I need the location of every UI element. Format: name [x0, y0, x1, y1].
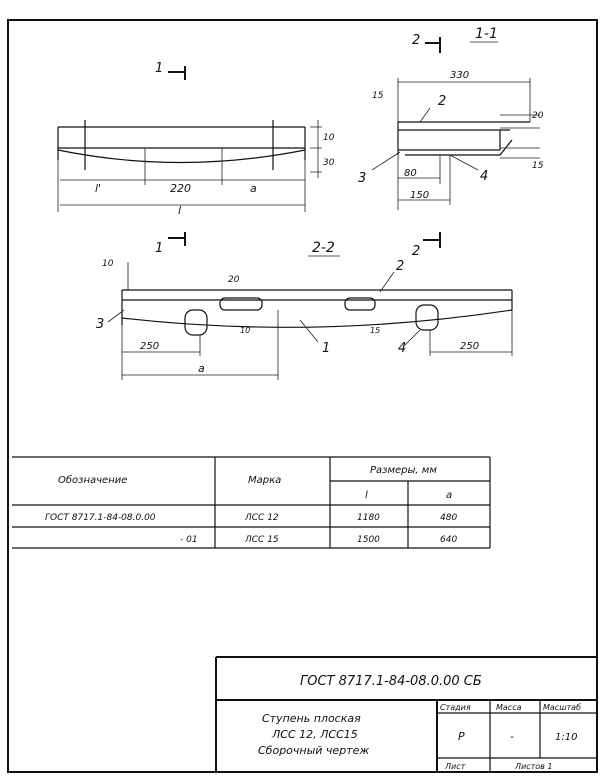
- title-block: ГОСТ 8717.1-84-08.0.00 СБ Ступень плоска…: [215, 656, 597, 772]
- mass-value: -: [510, 730, 514, 743]
- cell-mark: ЛСС 15: [244, 535, 279, 545]
- col-mark: Марка: [248, 475, 281, 486]
- cell-mark: ЛСС 12: [244, 513, 279, 523]
- callout-1-22: 1: [322, 341, 330, 356]
- title-name-line1: Ступень плоская: [262, 712, 361, 725]
- col-sizes: Размеры, мм: [370, 465, 437, 476]
- document-code: ГОСТ 8717.1-84-08.0.00 СБ: [300, 674, 482, 689]
- section-mark-1-bottom: 1: [155, 241, 163, 256]
- cell-l: 1500: [357, 535, 380, 545]
- dim-150: 150: [410, 190, 429, 201]
- col-l: l: [365, 490, 368, 501]
- cut-mark-2-bottom: 2: [412, 244, 420, 259]
- scale-value: 1:10: [555, 732, 577, 743]
- callout-3: 3: [358, 171, 366, 186]
- dim-80: 80: [404, 168, 417, 179]
- title-name-line3: Сборочный чертеж: [258, 744, 369, 757]
- table-row: - 01 ЛСС 15 1500 640: [180, 535, 457, 545]
- dim-15-right: 15: [532, 161, 544, 171]
- dim-20-22: 20: [228, 275, 240, 285]
- section-title-1-1: 1-1: [475, 26, 498, 42]
- dim-30: 30: [323, 158, 335, 168]
- stage-value: Р: [458, 730, 465, 743]
- view-1: l' 220 a l 10 30 1 1: [57, 61, 335, 256]
- table-row: ГОСТ 8717.1-84-08.0.00 ЛСС 12 1180 480: [45, 513, 457, 523]
- col-designation: Обозначение: [58, 474, 127, 486]
- dim-15-support: 15: [370, 326, 380, 335]
- cut-mark-2-top: 2: [412, 33, 420, 48]
- title-name-line2: ЛСС 12, ЛСС15: [271, 728, 358, 741]
- size-table: Обозначение Марка Размеры, мм l a ГОСТ 8…: [12, 456, 491, 549]
- dim-10: 10: [323, 133, 335, 143]
- section-1-1: 1-1 2 330 15 20 80 150 15 2 3 4 2: [358, 26, 544, 259]
- callout-3-22: 3: [96, 317, 104, 332]
- dim-250-right: 250: [460, 341, 479, 352]
- sheet-label: Лист: [444, 762, 466, 771]
- scale-label: Масштаб: [543, 703, 581, 712]
- dim-250-left: 250: [140, 341, 159, 352]
- cell-a: 480: [440, 513, 457, 523]
- dim-20: 20: [532, 111, 544, 121]
- callout-4-22: 4: [398, 341, 406, 356]
- section-mark-1-top: 1: [155, 61, 163, 76]
- cell-a: 640: [440, 535, 457, 545]
- dim-a: a: [250, 182, 257, 195]
- dim-a-22: a: [198, 362, 205, 375]
- callout-2: 2: [438, 94, 446, 109]
- dim-l: l: [178, 204, 181, 217]
- sheet-frame: [7, 19, 598, 773]
- cell-designation: - 01: [180, 535, 198, 545]
- sheets-label: Листов 1: [514, 762, 553, 771]
- dim-220: 220: [170, 182, 191, 195]
- callout-4: 4: [480, 169, 488, 184]
- col-a: a: [446, 490, 452, 501]
- cell-designation: ГОСТ 8717.1-84-08.0.00: [45, 513, 156, 523]
- section-title-2-2: 2-2: [312, 240, 335, 256]
- dim-l-prime: l': [95, 182, 101, 195]
- dim-10-support: 10: [240, 326, 250, 335]
- callout-2-22: 2: [396, 259, 404, 274]
- dim-15: 15: [372, 91, 384, 101]
- cell-l: 1180: [357, 513, 380, 523]
- mass-label: Масса: [496, 703, 522, 712]
- view-2-2: 2-2 10 20 250 250 a 10 15 1 2 3 4: [96, 240, 513, 380]
- stage-label: Стадия: [440, 703, 471, 712]
- dim-330: 330: [450, 70, 469, 81]
- dim-10-22: 10: [102, 259, 114, 269]
